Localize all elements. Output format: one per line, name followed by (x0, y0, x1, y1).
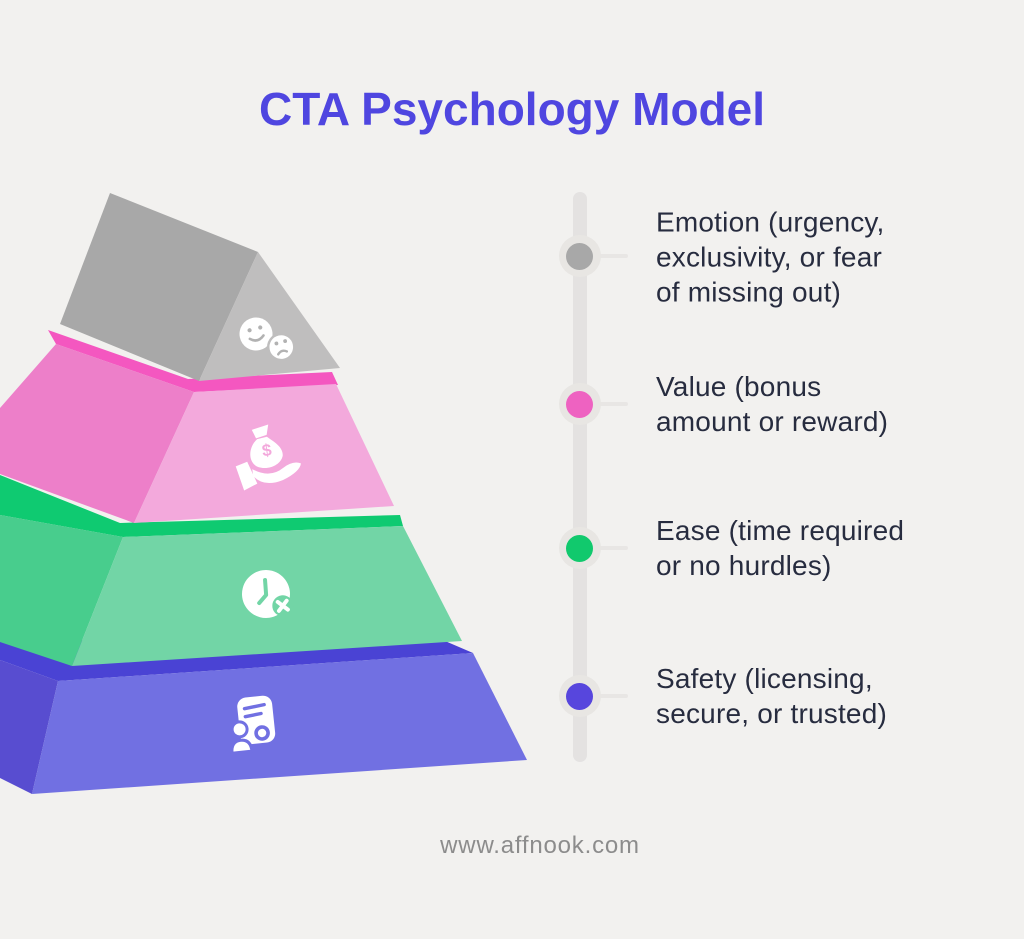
pyramid-level-safety (0, 640, 527, 794)
timeline-connector (590, 402, 628, 406)
label-line: amount or reward) (656, 406, 889, 437)
label-line: Ease (time required (656, 515, 905, 546)
faces-icon (239, 317, 296, 362)
pyramid-level-emotion (60, 193, 340, 381)
ease-side-face (0, 515, 123, 666)
timeline-dot-value (566, 391, 593, 418)
pyramid-level-value: $ (0, 330, 394, 523)
timeline-connector (590, 694, 628, 698)
timeline-label-ease: Ease (time required or no hurdles) (656, 513, 1016, 583)
pyramid-level-ease (0, 475, 462, 666)
label-line: Value (bonus (656, 371, 822, 402)
label-line: Emotion (urgency, (656, 206, 885, 238)
ease-top-face (0, 475, 403, 537)
money-hand-icon: $ (235, 424, 301, 491)
clock-x-icon (242, 570, 294, 618)
timeline-track (573, 192, 587, 762)
website-url: www.affnook.com (440, 832, 640, 859)
timeline-dot-ease (566, 535, 593, 562)
safety-side-face (0, 660, 58, 794)
safety-front-face (32, 653, 527, 794)
timeline-label-emotion: Emotion (urgency, exclusivity, or fear o… (656, 205, 1016, 310)
timeline-dot-emotion (566, 243, 593, 270)
emotion-front-face (199, 252, 340, 381)
timeline-label-value: Value (bonus amount or reward) (656, 369, 1016, 439)
label-line: secure, or trusted) (656, 698, 887, 729)
timeline-dot-safety (566, 683, 593, 710)
value-top-face (48, 330, 338, 392)
label-line: exclusivity, or fear (656, 241, 882, 273)
person-doc-icon (230, 695, 276, 755)
label-line: or no hurdles) (656, 550, 832, 581)
dollar-symbol: $ (261, 440, 274, 460)
emotion-side-face (60, 193, 258, 381)
value-side-face (0, 344, 194, 523)
label-line: Safety (licensing, (656, 663, 873, 694)
page-title: CTA Psychology Model (258, 83, 766, 135)
label-line: of missing out) (656, 276, 842, 308)
timeline-connector (590, 546, 628, 550)
timeline-label-safety: Safety (licensing, secure, or trusted) (656, 661, 1016, 731)
timeline-connector (590, 254, 628, 258)
